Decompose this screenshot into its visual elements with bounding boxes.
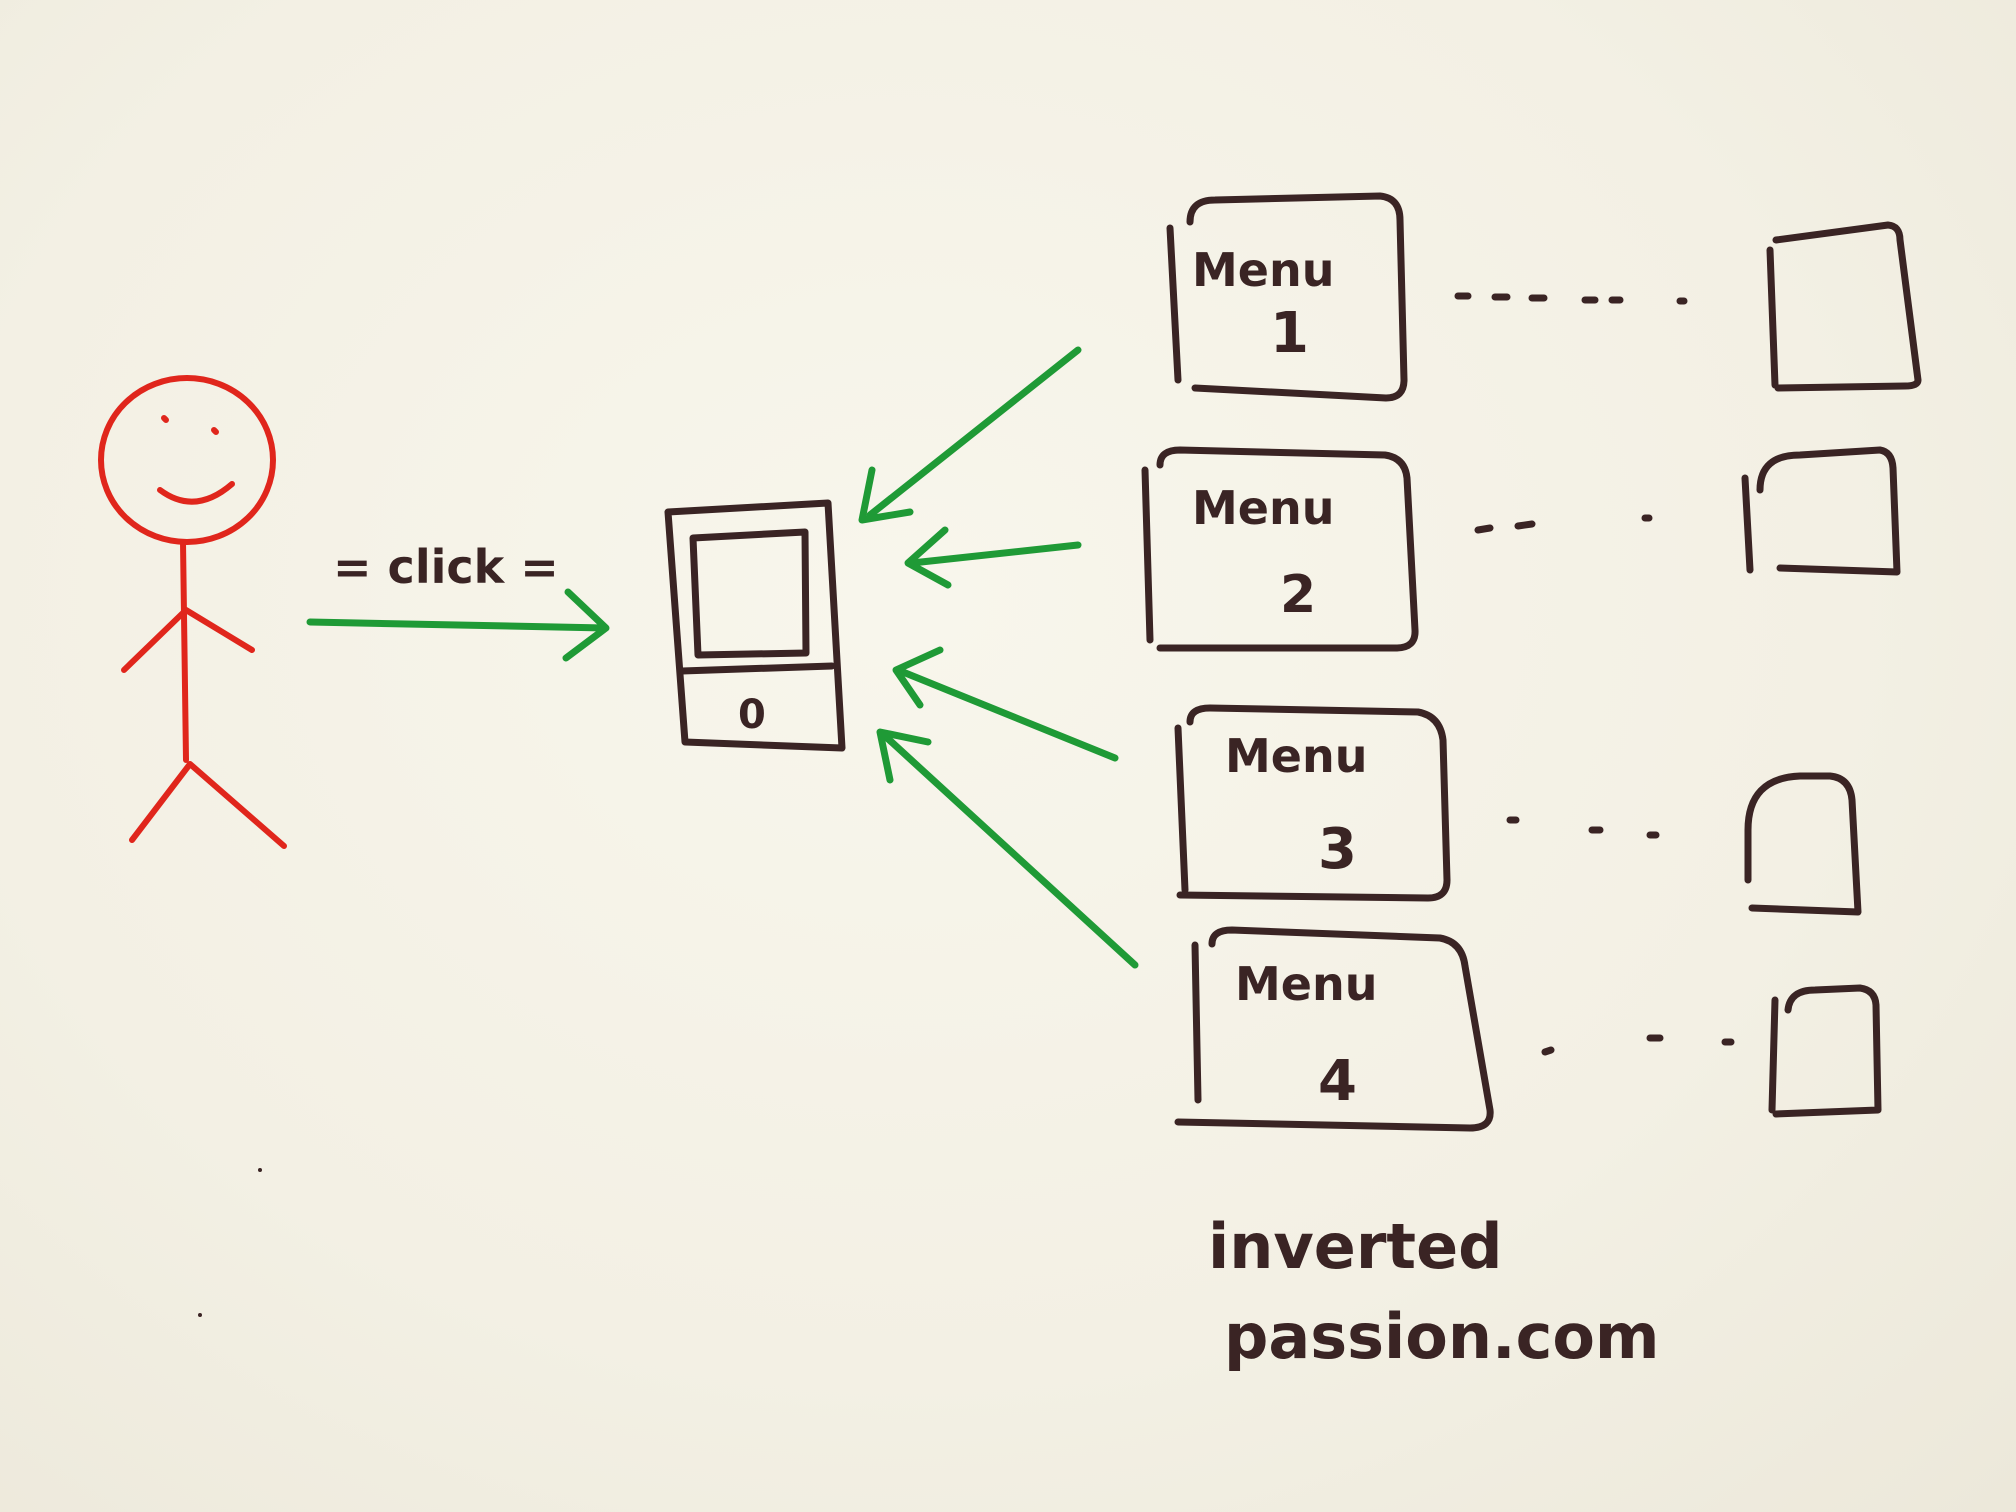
arrow-icon bbox=[876, 728, 1139, 969]
click-arrow-icon bbox=[306, 588, 610, 662]
paper-speck bbox=[258, 1168, 262, 1172]
arrow-icon bbox=[904, 526, 1082, 589]
phone-button-label: 0 bbox=[738, 692, 766, 738]
menu-2-title: Menu bbox=[1192, 481, 1334, 535]
menu-box-1: Menu 1 bbox=[1166, 192, 1408, 402]
page-icon bbox=[1768, 984, 1882, 1118]
page-icon bbox=[1741, 446, 1901, 576]
menu-box-3: Menu 3 bbox=[1174, 704, 1451, 902]
dotted-connector-2 bbox=[1474, 514, 1653, 534]
click-label: = click = bbox=[333, 540, 559, 594]
arrow-icon bbox=[858, 346, 1082, 524]
arrow-icon bbox=[892, 646, 1119, 762]
menu-box-2: Menu 2 bbox=[1141, 446, 1419, 652]
menu-2-number: 2 bbox=[1280, 565, 1316, 625]
menu-3-number: 3 bbox=[1318, 817, 1357, 882]
footer-line-2: passion.com bbox=[1224, 1300, 1660, 1373]
phone-icon: 0 bbox=[664, 499, 846, 752]
page-icon bbox=[1744, 772, 1862, 916]
menu-4-number: 4 bbox=[1318, 1049, 1357, 1114]
menu-arrows bbox=[858, 346, 1139, 969]
menu-1-number: 1 bbox=[1270, 301, 1309, 366]
dotted-connector-1 bbox=[1454, 292, 1688, 305]
stick-figure-icon bbox=[98, 375, 287, 849]
page-icon bbox=[1766, 221, 1922, 392]
dotted-connector-3 bbox=[1506, 816, 1660, 839]
paper-speck bbox=[198, 1313, 202, 1317]
menu-4-title: Menu bbox=[1235, 957, 1377, 1011]
menu-3-title: Menu bbox=[1225, 729, 1367, 783]
menu-1-title: Menu bbox=[1192, 243, 1334, 297]
dotted-connector-4 bbox=[1541, 1034, 1735, 1056]
menu-box-4: Menu 4 bbox=[1174, 926, 1494, 1132]
footer-line-1: inverted bbox=[1208, 1210, 1503, 1283]
